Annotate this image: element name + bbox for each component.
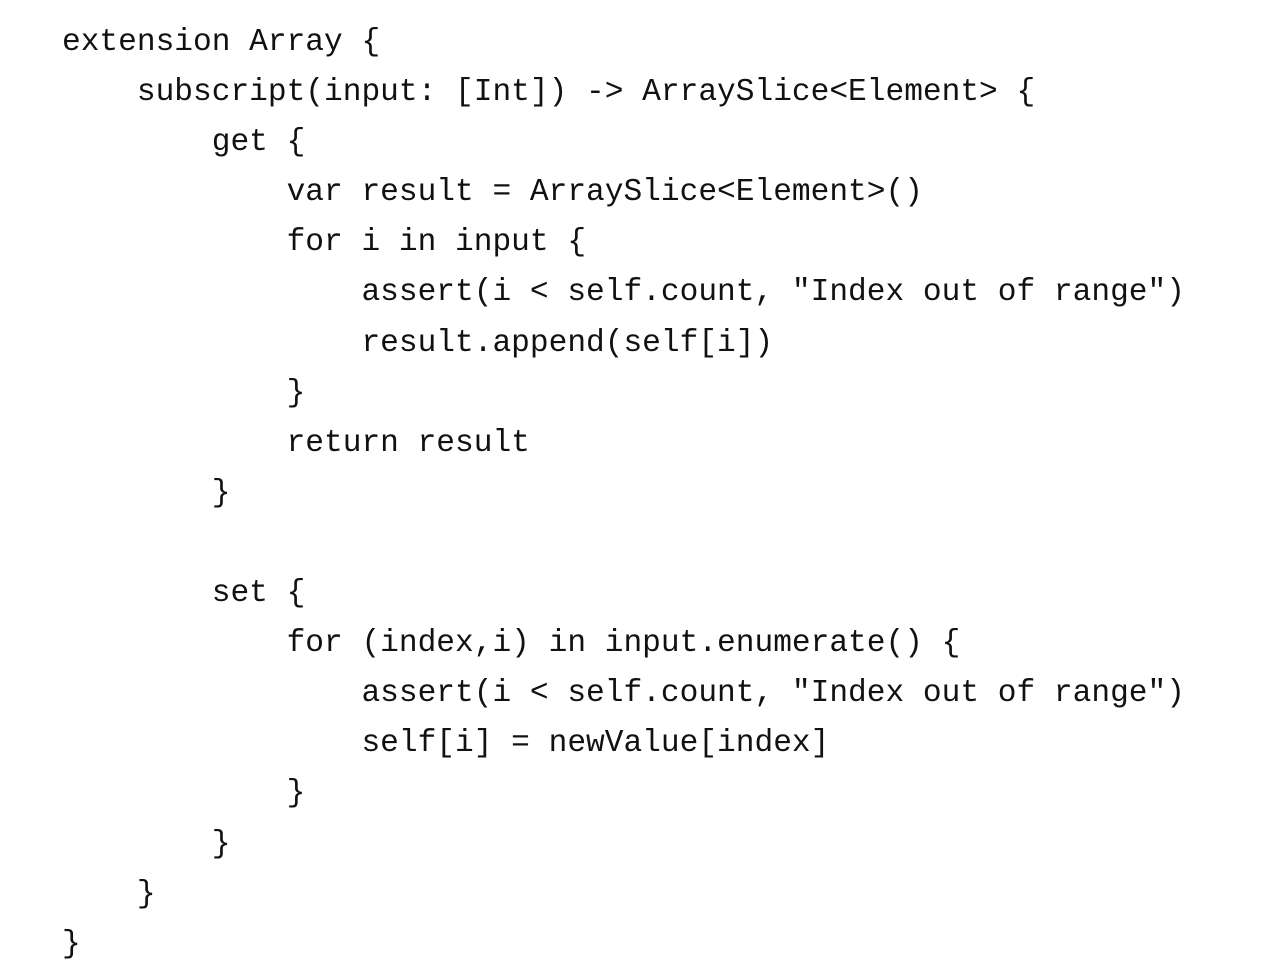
code-line: for i in input { bbox=[62, 225, 587, 261]
code-line: } bbox=[62, 475, 231, 511]
code-line: self[i] = newValue[index] bbox=[62, 726, 830, 762]
code-line: assert(i < self.count, "Index out of ran… bbox=[62, 275, 1185, 311]
code-block: extension Array { subscript(input: [Int]… bbox=[62, 18, 1185, 970]
code-line: set { bbox=[62, 576, 306, 612]
code-line: get { bbox=[62, 125, 306, 161]
code-line: assert(i < self.count, "Index out of ran… bbox=[62, 676, 1185, 712]
code-line: } bbox=[62, 776, 306, 812]
code-line: for (index,i) in input.enumerate() { bbox=[62, 626, 961, 662]
code-line: subscript(input: [Int]) -> ArraySlice<El… bbox=[62, 75, 1036, 111]
code-line: var result = ArraySlice<Element>() bbox=[62, 175, 923, 211]
code-line: } bbox=[62, 826, 231, 862]
code-line: } bbox=[62, 926, 81, 962]
code-line: result.append(self[i]) bbox=[62, 325, 774, 361]
code-line: } bbox=[62, 375, 306, 411]
code-line: extension Array { bbox=[62, 25, 381, 60]
code-line: } bbox=[62, 876, 156, 912]
code-line-blank bbox=[62, 519, 1185, 569]
code-line: return result bbox=[62, 425, 530, 461]
